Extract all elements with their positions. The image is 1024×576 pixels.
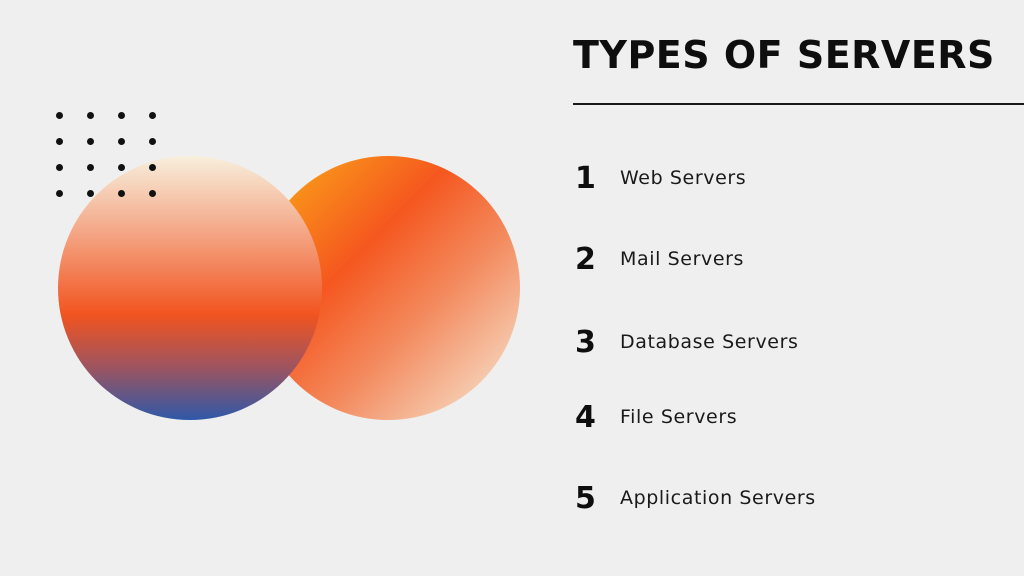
list-item-mail-servers: 2 Mail Servers	[575, 239, 744, 279]
list-item-database-servers: 3 Database Servers	[575, 322, 799, 362]
dot	[56, 164, 63, 171]
item-number: 5	[575, 480, 596, 516]
list-item-web-servers: 1 Web Servers	[575, 158, 746, 198]
item-number: 2	[575, 241, 596, 277]
dot-grid-decoration	[56, 112, 160, 198]
dot	[149, 138, 156, 145]
dot	[149, 112, 156, 119]
dot	[118, 138, 125, 145]
dot	[149, 164, 156, 171]
dot	[118, 164, 125, 171]
item-number: 3	[575, 324, 596, 360]
dot	[87, 190, 94, 197]
dot	[87, 138, 94, 145]
title-divider	[573, 103, 1024, 105]
item-label: File Servers	[620, 406, 738, 428]
dot	[56, 190, 63, 197]
item-number: 4	[575, 399, 596, 435]
item-number: 1	[575, 160, 596, 196]
item-label: Database Servers	[620, 331, 799, 353]
dot	[118, 112, 125, 119]
dot	[87, 164, 94, 171]
list-item-application-servers: 5 Application Servers	[575, 478, 816, 518]
item-label: Application Servers	[620, 487, 816, 509]
item-label: Web Servers	[620, 167, 747, 189]
dot	[87, 112, 94, 119]
dot	[118, 190, 125, 197]
dot	[56, 112, 63, 119]
item-label: Mail Servers	[620, 248, 745, 270]
dot	[149, 190, 156, 197]
list-item-file-servers: 4 File Servers	[575, 397, 737, 437]
dot	[56, 138, 63, 145]
gradient-circle-orange-blue	[58, 156, 322, 420]
slide-title: TYPES OF SERVERS	[573, 33, 995, 77]
